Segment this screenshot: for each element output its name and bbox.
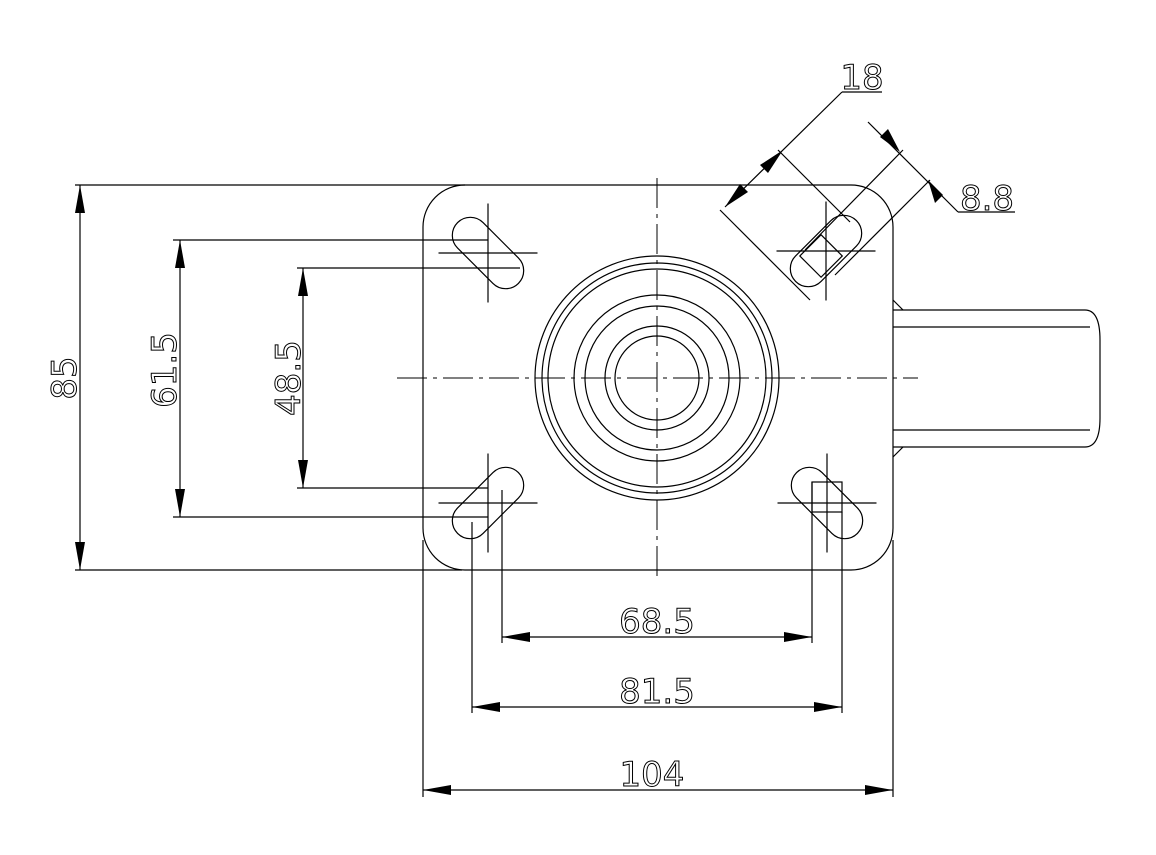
dim-label-outer-vertical: 61.5 [145,332,185,408]
dim-label-slot-length: 18 [840,58,883,98]
dim-label-outer-horizontal: 81.5 [619,672,695,712]
extension-lines [75,121,959,797]
dimension-lines [75,91,1015,795]
stem-shaft [893,309,1101,448]
dim-label-inner-vertical: 48.5 [269,340,309,416]
dim-label-slot-width: 8.8 [960,179,1014,219]
dim-label-overall-height: 85 [45,356,85,399]
dim-label-inner-horizontal: 68.5 [619,602,695,642]
dim-label-overall-width: 104 [620,755,685,795]
